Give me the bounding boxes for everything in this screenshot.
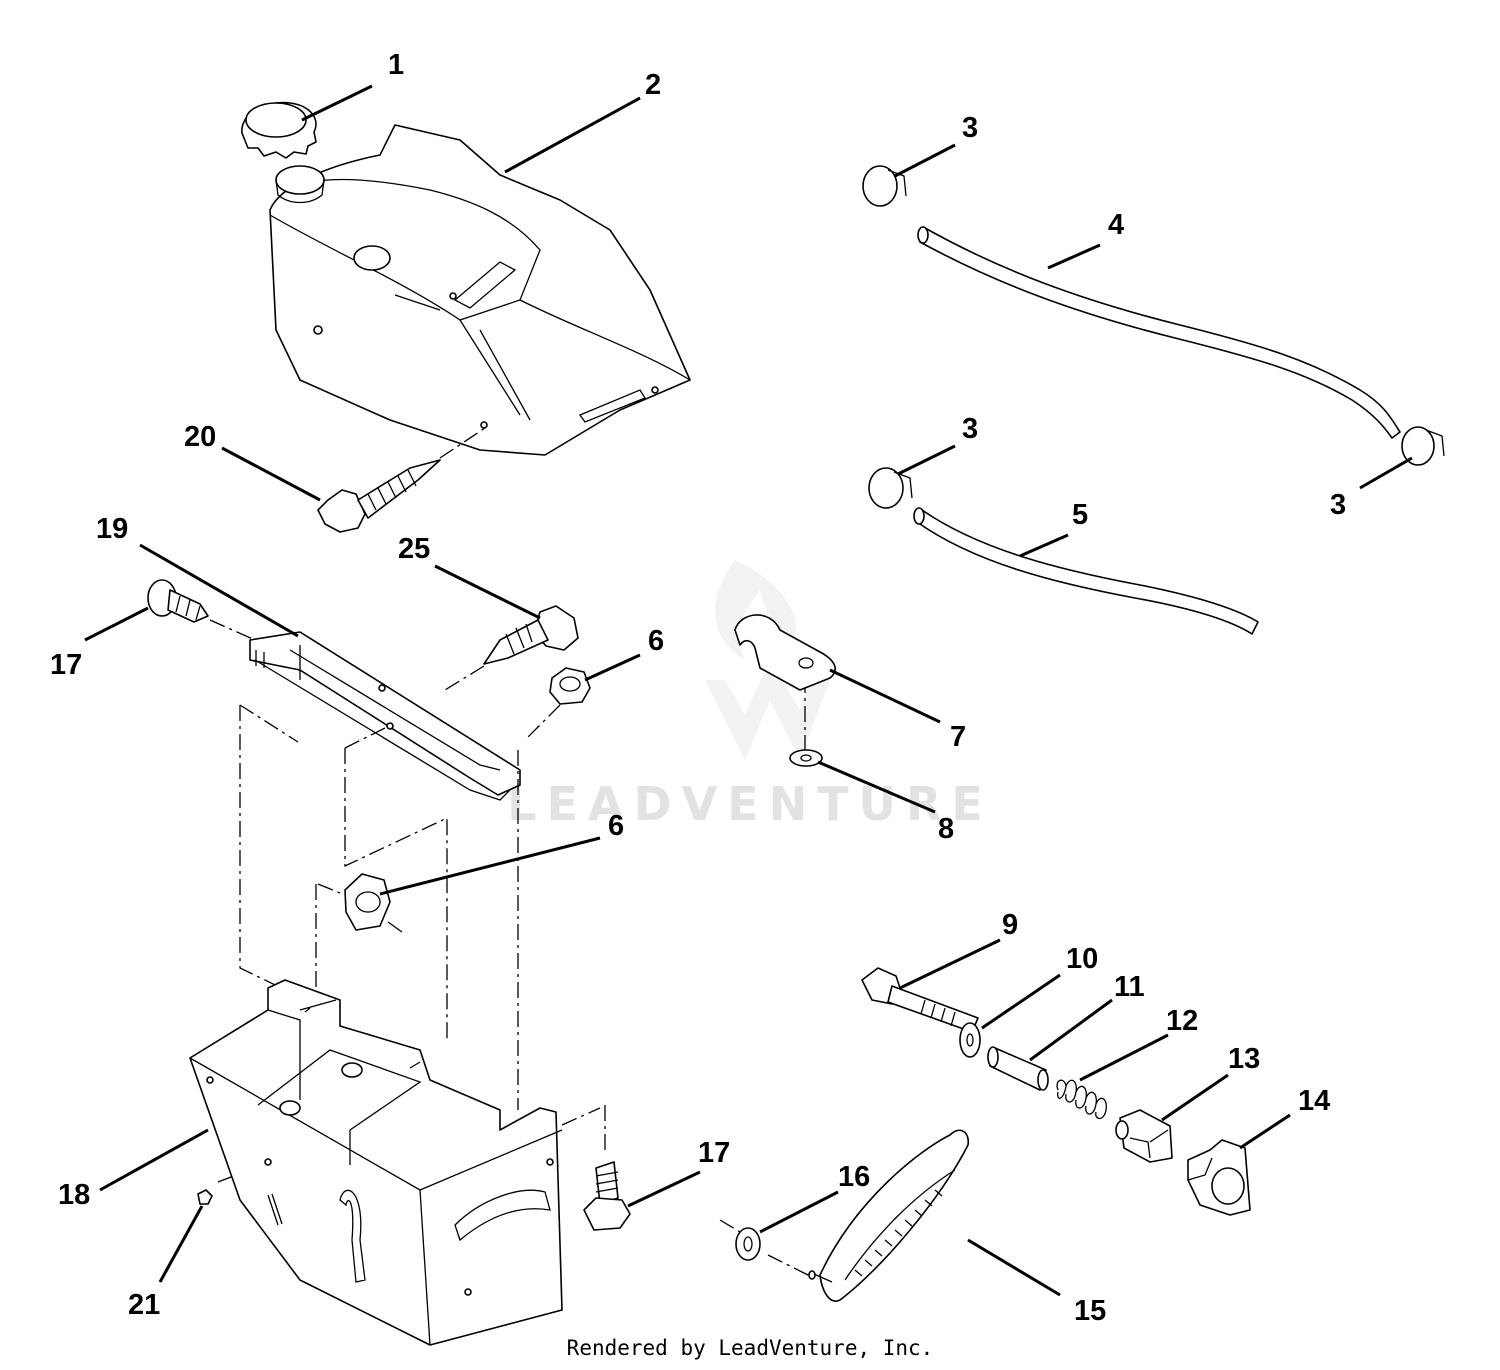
callout-18: 18 (58, 1179, 90, 1211)
callout-3-right: 3 (1330, 489, 1346, 521)
hose-clamp-top-part (862, 165, 907, 207)
callout-2: 2 (645, 69, 661, 101)
callout-17-top: 17 (50, 649, 82, 681)
washer-10-part (959, 1022, 981, 1058)
spring-part (1056, 1079, 1107, 1120)
hose-clip-part (734, 614, 836, 691)
callout-20: 20 (184, 421, 216, 453)
callout-7: 7 (950, 721, 966, 753)
callout-3-mid: 3 (962, 413, 978, 445)
hose-clamp-mid-part (868, 467, 913, 509)
callout-17-lower: 17 (698, 1137, 730, 1169)
callout-12: 12 (1166, 1005, 1198, 1037)
tank-screw-part (317, 427, 486, 533)
callout-19: 19 (96, 513, 128, 545)
callout-16: 16 (838, 1161, 870, 1193)
watermark-logo (705, 560, 830, 760)
callout-25: 25 (398, 533, 430, 565)
throttle-plate-part (808, 1129, 970, 1302)
washer-8-part (789, 749, 823, 767)
callout-1: 1 (388, 49, 404, 81)
callout-10: 10 (1066, 943, 1098, 975)
callout-11: 11 (1114, 971, 1145, 1003)
fuel-hose-long-part (917, 226, 1401, 439)
callout-15: 15 (1074, 1295, 1106, 1327)
callout-9: 9 (1002, 909, 1018, 941)
small-screw-part (197, 1189, 213, 1205)
slide-part (1115, 1109, 1173, 1163)
callout-6-lower: 6 (608, 810, 624, 842)
callout-8: 8 (938, 813, 954, 845)
bolt-25-part (444, 605, 579, 691)
callout-3-top: 3 (962, 112, 978, 144)
watermark-text: LEADVENTURE (507, 777, 993, 831)
console-panel-part (189, 979, 563, 1346)
callout-13: 13 (1228, 1043, 1260, 1075)
footer-credit: Rendered by LeadVenture, Inc. (566, 1336, 934, 1360)
callout-5: 5 (1072, 499, 1088, 531)
callout-4: 4 (1108, 209, 1124, 241)
callout-14: 14 (1298, 1085, 1330, 1117)
fuel-tank-part (269, 124, 691, 456)
bracket-part (249, 631, 521, 801)
washer-16-part (735, 1227, 761, 1261)
spacer-tube-part (987, 1046, 1049, 1091)
hose-clamp-right-part (1401, 426, 1445, 466)
nut-lower-part (317, 873, 403, 933)
bolt-top-part (147, 579, 256, 641)
knob-part (1187, 1139, 1251, 1216)
callout-21: 21 (128, 1289, 160, 1321)
bolt-lower-part (583, 1161, 631, 1231)
fuel-hose-short-part (913, 507, 1259, 635)
nut-top-part (524, 667, 591, 741)
fuel-cap-part (241, 101, 317, 159)
callout-6-top: 6 (648, 625, 664, 657)
leader-lines (84, 84, 1413, 1297)
callout-labels: 1 2 3 3 3 4 5 6 6 7 8 9 10 11 12 13 14 1… (50, 49, 1346, 1327)
